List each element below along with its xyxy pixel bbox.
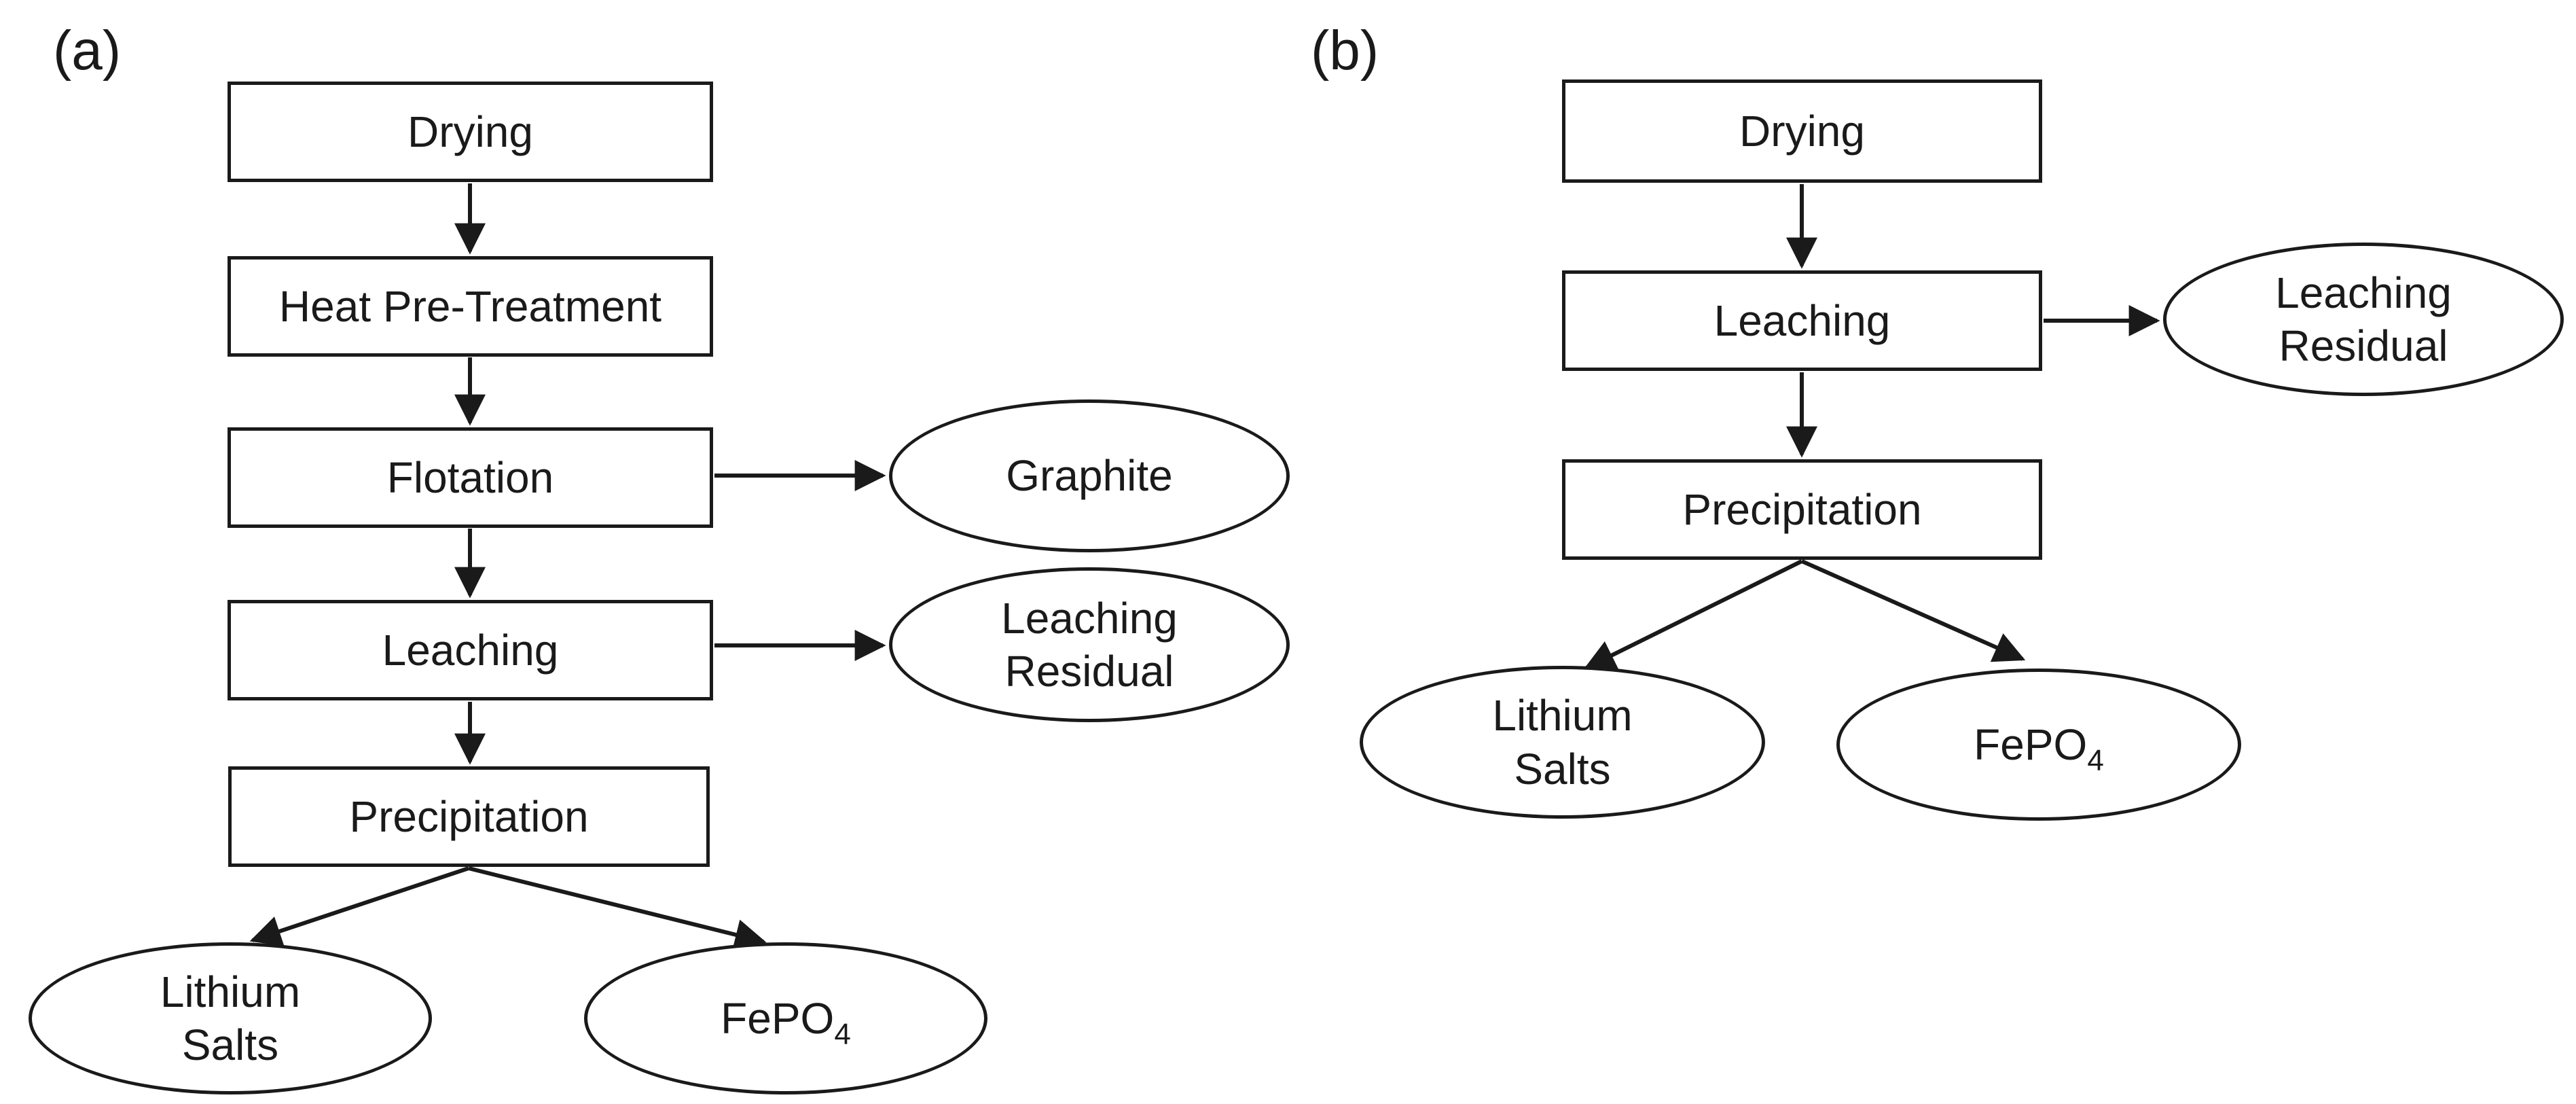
b-fepo4-formula: FePO [1974,719,2088,769]
b-ellipse-fepo4: FePO4 [1836,669,2241,821]
a-box-precipitation-label: Precipitation [349,791,589,841]
a-box-flotation: Flotation [228,427,713,528]
panel-a-label: (a) [53,20,122,82]
a-ellipse-leaching-residual: Leaching Residual [889,567,1290,722]
a-ellipse-fepo4: FePO4 [584,942,987,1094]
b-box-leaching: Leaching [1562,270,2042,371]
b-leaching-residual-line2: Residual [2279,321,2448,370]
a-lithium-salts-line1: Lithium [160,967,301,1016]
b-lithium-salts-line1: Lithium [1492,691,1633,741]
a-edge-precipitation-to-fepo4 [468,866,767,950]
a-box-flotation-label: Flotation [386,452,554,502]
b-fepo4-subscript: 4 [2087,743,2104,777]
b-box-drying-label: Drying [1739,106,1865,156]
a-box-leaching-label: Leaching [382,625,559,675]
a-ellipse-fepo4-label: FePO4 [721,992,851,1050]
b-box-leaching-label: Leaching [1713,296,1891,345]
a-fepo4-subscript: 4 [834,1017,851,1051]
a-ellipse-graphite: Graphite [889,399,1290,552]
a-edge-precipitation-to-lithium-salts [249,866,469,946]
a-box-heat-pre-treatment-label: Heat Pre-Treatment [278,281,662,331]
a-box-heat-pre-treatment: Heat Pre-Treatment [228,256,713,357]
a-leaching-residual-line2: Residual [1004,647,1174,696]
a-box-drying-label: Drying [407,107,533,156]
b-ellipse-lithium-salts-label: Lithium Salts [1492,689,1632,795]
b-edge-precipitation-to-fepo4 [1800,559,2026,662]
a-ellipse-lithium-salts-label: Lithium Salts [160,965,300,1071]
panel-b-label: (b) [1311,20,1379,82]
b-box-drying: Drying [1562,79,2042,183]
b-edge-precipitation-to-lithium-salts [1583,559,1803,670]
a-box-precipitation: Precipitation [228,766,710,867]
a-ellipse-leaching-residual-label: Leaching Residual [1001,592,1178,698]
a-lithium-salts-line2: Salts [181,1020,279,1069]
a-leaching-residual-line1: Leaching [1001,593,1178,643]
b-box-precipitation-label: Precipitation [1682,484,1922,534]
b-box-precipitation: Precipitation [1562,459,2042,560]
a-box-leaching: Leaching [228,600,713,700]
b-leaching-residual-line1: Leaching [2275,268,2452,317]
a-ellipse-graphite-label: Graphite [1006,451,1173,501]
b-ellipse-leaching-residual-label: Leaching Residual [2275,266,2452,372]
b-ellipse-leaching-residual: Leaching Residual [2163,243,2564,396]
b-ellipse-lithium-salts: Lithium Salts [1360,666,1765,819]
a-fepo4-formula: FePO [721,993,835,1043]
a-ellipse-lithium-salts: Lithium Salts [29,942,432,1094]
b-ellipse-fepo4-label: FePO4 [1974,718,2104,776]
a-box-drying: Drying [228,82,713,182]
b-lithium-salts-line2: Salts [1514,744,1611,794]
